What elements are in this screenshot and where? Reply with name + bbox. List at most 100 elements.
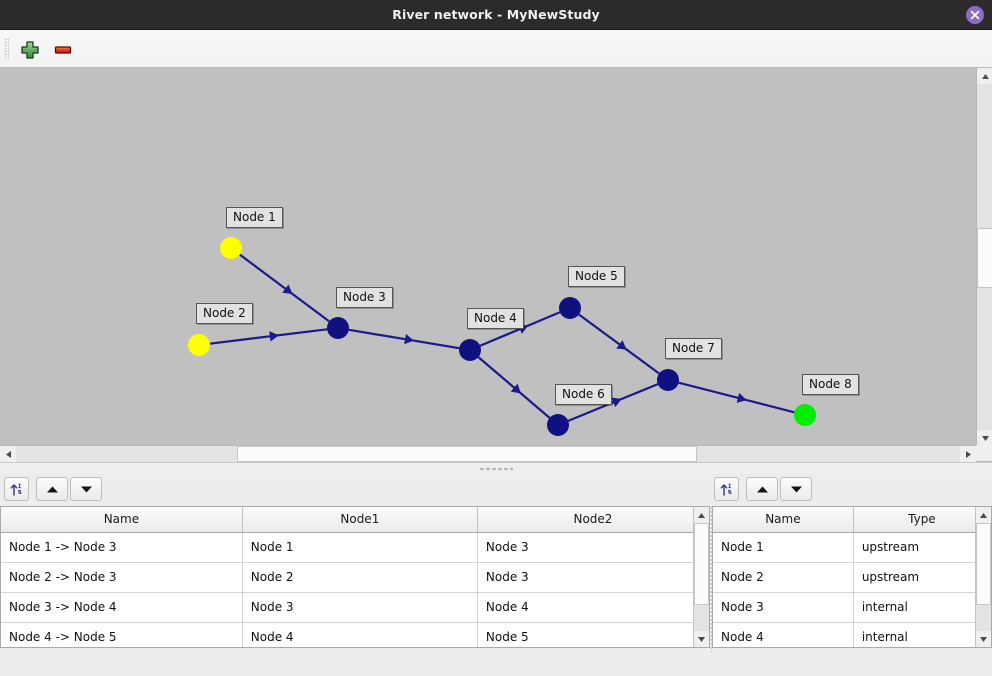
graph-node-label[interactable]: Node 5 (568, 266, 625, 287)
node-table-cell[interactable]: upstream (853, 562, 991, 593)
branch-sort-button[interactable] (4, 477, 29, 501)
graph-node[interactable] (559, 297, 581, 319)
branch-table-column-header[interactable]: Node2 (477, 507, 709, 533)
graph-node[interactable] (327, 317, 349, 339)
node-scroll-up-button[interactable] (976, 507, 991, 523)
graph-vertical-scrollbar[interactable] (976, 68, 992, 446)
graph-node-label[interactable]: Node 4 (467, 308, 524, 329)
node-table-column-header[interactable]: Name (713, 507, 854, 533)
graph-node-label[interactable]: Node 3 (336, 287, 393, 308)
branch-table-cell[interactable]: Node 1 -> Node 3 (1, 532, 243, 563)
graph-node-label[interactable]: Node 7 (665, 338, 722, 359)
branch-move-down-button[interactable] (70, 477, 102, 501)
graph-hscroll-thumb[interactable] (237, 446, 697, 462)
node-table-cell[interactable]: internal (853, 622, 991, 647)
branch-table-cell[interactable]: Node 4 -> Node 5 (1, 622, 243, 647)
graph-node[interactable] (188, 334, 210, 356)
add-node-button[interactable] (18, 38, 42, 62)
branch-table-cell[interactable]: Node 4 (477, 592, 709, 623)
graph-node-label[interactable]: Node 1 (226, 207, 283, 228)
graph-edge-arrow (282, 284, 293, 295)
graph-node[interactable] (220, 237, 242, 259)
graph-edge[interactable] (678, 381, 795, 414)
graph-node[interactable] (547, 414, 569, 436)
graph-edge-arrow (404, 334, 414, 345)
tables-divider[interactable] (710, 506, 712, 652)
graph-node-label[interactable]: Node 6 (555, 384, 612, 405)
red-minus-delete-icon (54, 46, 72, 54)
graph-vscroll-thumb[interactable] (977, 228, 992, 288)
node-table-cell[interactable]: Node 4 (713, 622, 854, 647)
node-table-cell[interactable]: Node 3 (713, 592, 854, 623)
graph-edge[interactable] (209, 328, 328, 345)
node-move-up-button[interactable] (746, 477, 778, 501)
node-table-cell[interactable]: Node 1 (713, 532, 854, 563)
delete-node-button[interactable] (51, 38, 75, 62)
graph-edge-arrow (510, 383, 521, 394)
node-table-cell[interactable]: Node 2 (713, 562, 854, 593)
node-scroll-thumb[interactable] (976, 523, 991, 605)
graph-node-label[interactable]: Node 2 (196, 303, 253, 324)
node-table-cell[interactable]: internal (853, 592, 991, 623)
graph-horizontal-scrollbar[interactable] (0, 445, 976, 462)
graph-scroll-left-button[interactable] (0, 446, 16, 462)
branch-table-cell[interactable]: Node 2 (242, 562, 478, 593)
branch-table-cell[interactable]: Node 3 (477, 562, 709, 593)
graph-node[interactable] (459, 339, 481, 361)
graph-node[interactable] (657, 369, 679, 391)
graph-edge[interactable] (567, 383, 659, 422)
arrow-down-icon (80, 486, 92, 492)
branch-table-cell[interactable]: Node 3 (477, 532, 709, 563)
branch-table-cell[interactable]: Node 4 (242, 622, 478, 647)
branch-table-cell[interactable]: Node 2 -> Node 3 (1, 562, 243, 593)
graph-edge-arrow (269, 331, 279, 342)
branch-table-cell[interactable]: Node 5 (477, 622, 709, 647)
node-table-column-header[interactable]: Type (853, 507, 991, 533)
branch-table-scrollbar[interactable] (693, 507, 709, 647)
network-graph-canvas[interactable]: Node 1 Node 2 Node 3 Node 4 Node 5 Node 6 Node… (0, 68, 976, 446)
graph-node[interactable] (794, 404, 816, 426)
branch-scroll-down-button[interactable] (694, 631, 709, 647)
toolbar-grip[interactable] (4, 38, 9, 60)
graph-edge[interactable] (578, 313, 660, 375)
branch-table-column-header[interactable]: Name (1, 507, 243, 533)
branch-table-cell[interactable]: Node 1 (242, 532, 478, 563)
graph-edge[interactable] (348, 328, 460, 350)
branch-table-column-header[interactable]: Node1 (242, 507, 478, 533)
branch-move-up-button[interactable] (36, 477, 68, 501)
title-bar: River network - MyNewStudy (0, 0, 992, 30)
arrow-down-icon (790, 486, 802, 492)
branch-scroll-up-button[interactable] (694, 507, 709, 523)
graph-scroll-down-button[interactable] (977, 430, 992, 446)
graph-edge[interactable] (477, 356, 551, 419)
graph-scroll-up-button[interactable] (977, 68, 992, 84)
node-table-cell[interactable]: upstream (853, 532, 991, 563)
branch-table-cell[interactable]: Node 3 (242, 592, 478, 623)
panel-splitter[interactable] (0, 462, 992, 474)
node-move-down-button[interactable] (780, 477, 812, 501)
node-scroll-down-button[interactable] (976, 631, 991, 647)
branch-scroll-thumb[interactable] (694, 523, 709, 605)
branch-table-cell[interactable]: Node 3 -> Node 4 (1, 592, 243, 623)
node-sort-button[interactable] (714, 477, 739, 501)
node-table-scrollbar[interactable] (975, 507, 991, 647)
sort-ascending-icon (720, 483, 732, 496)
graph-node-label[interactable]: Node 8 (802, 374, 859, 395)
graph-edge[interactable] (239, 253, 330, 323)
close-icon[interactable] (966, 6, 984, 24)
graph-scroll-right-button[interactable] (960, 446, 976, 462)
